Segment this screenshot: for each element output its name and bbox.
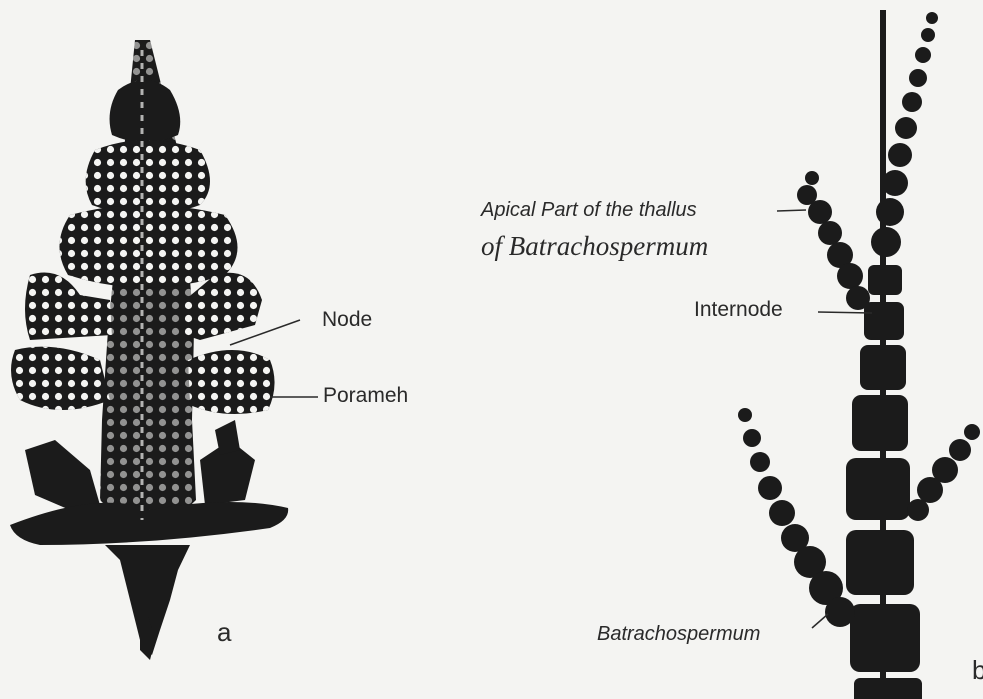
internode-pointer-line [818,312,872,313]
label-batrachospermum: Batrachospermum [597,623,760,646]
whorl-apex [110,80,181,143]
apical-pointer-line [777,210,806,211]
label-node: Node [322,308,372,332]
panel-b-illustration [738,10,980,699]
panel-a-letter: a [217,617,231,648]
label-porameh: Porameh [323,384,408,408]
label-of-batrachospermum: of Batrachospermum [481,231,708,262]
panel-a-illustration [10,40,288,660]
panel-b-letter: b [972,655,983,686]
batrachospermum-pointer-line [812,614,828,628]
label-apical-part: Apical Part of the thallus [481,199,697,222]
label-internode: Internode [694,298,783,322]
